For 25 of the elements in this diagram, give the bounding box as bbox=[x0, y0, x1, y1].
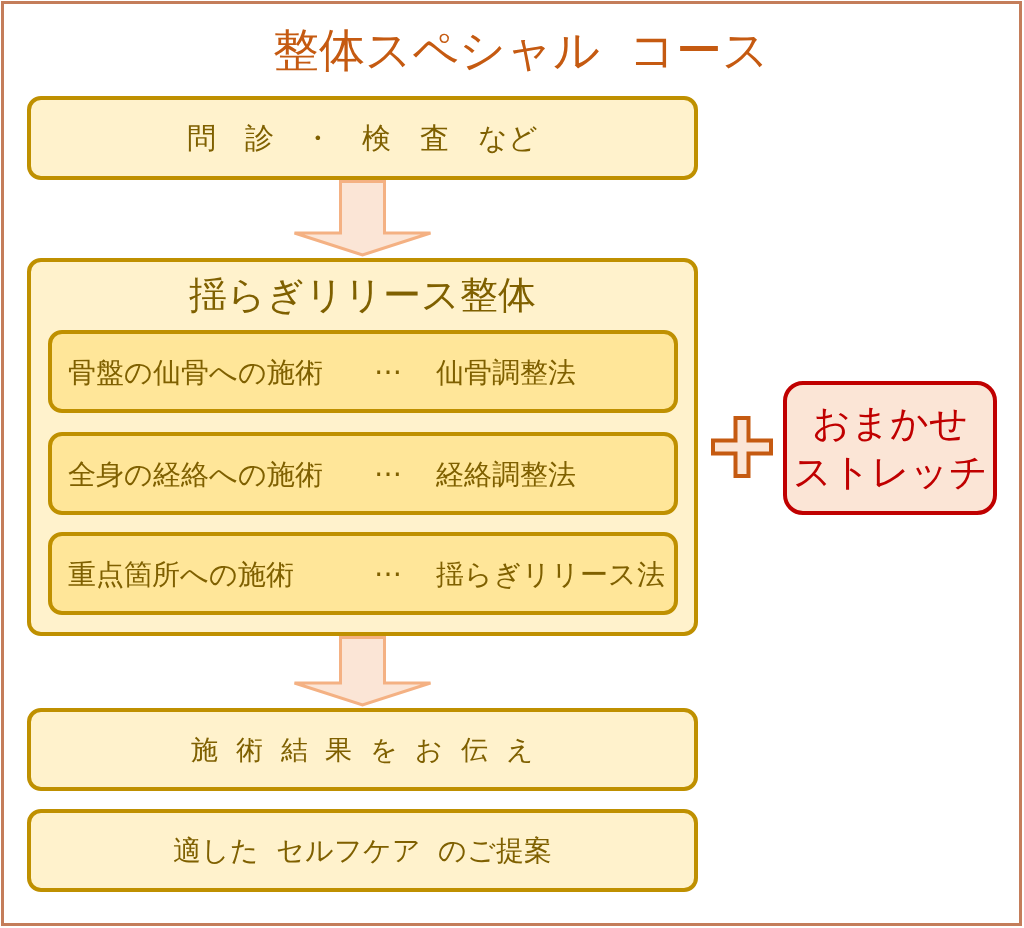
process-box bbox=[27, 96, 698, 180]
method-text: 揺らぎリリース法 bbox=[436, 556, 665, 591]
group-title: 揺らぎリリース整体 bbox=[189, 272, 536, 319]
group-box bbox=[27, 258, 698, 636]
method-text: 経絡調整法 bbox=[436, 456, 576, 491]
option-box bbox=[783, 381, 997, 515]
process-box bbox=[27, 708, 698, 791]
treatment-text: 骨盤の仙骨への施術 bbox=[68, 354, 323, 389]
step-text: 適した セルフケア のご提案 bbox=[173, 833, 552, 868]
step-text: 問 診 ・ 検 査 など bbox=[186, 119, 539, 157]
treatment-box bbox=[48, 532, 678, 615]
treatment-box bbox=[48, 330, 678, 413]
ellipsis-text: … bbox=[374, 346, 402, 381]
treatment-text: 重点箇所への施術 bbox=[68, 556, 294, 591]
treatment-box bbox=[48, 432, 678, 515]
process-box bbox=[27, 809, 698, 892]
step-text: 施 術 結 果 を お 伝 え bbox=[191, 732, 534, 767]
treatment-text: 全身の経絡への施術 bbox=[68, 456, 323, 491]
ellipsis-text: … bbox=[374, 448, 402, 483]
ellipsis-text: … bbox=[374, 548, 402, 583]
block-arrow bbox=[293, 636, 432, 707]
diagram-title: 整体スペシャル コース bbox=[273, 22, 769, 78]
method-text: 仙骨調整法 bbox=[436, 354, 576, 389]
option-text: おまかせストレッチ bbox=[792, 400, 988, 494]
block-arrow bbox=[293, 180, 432, 257]
